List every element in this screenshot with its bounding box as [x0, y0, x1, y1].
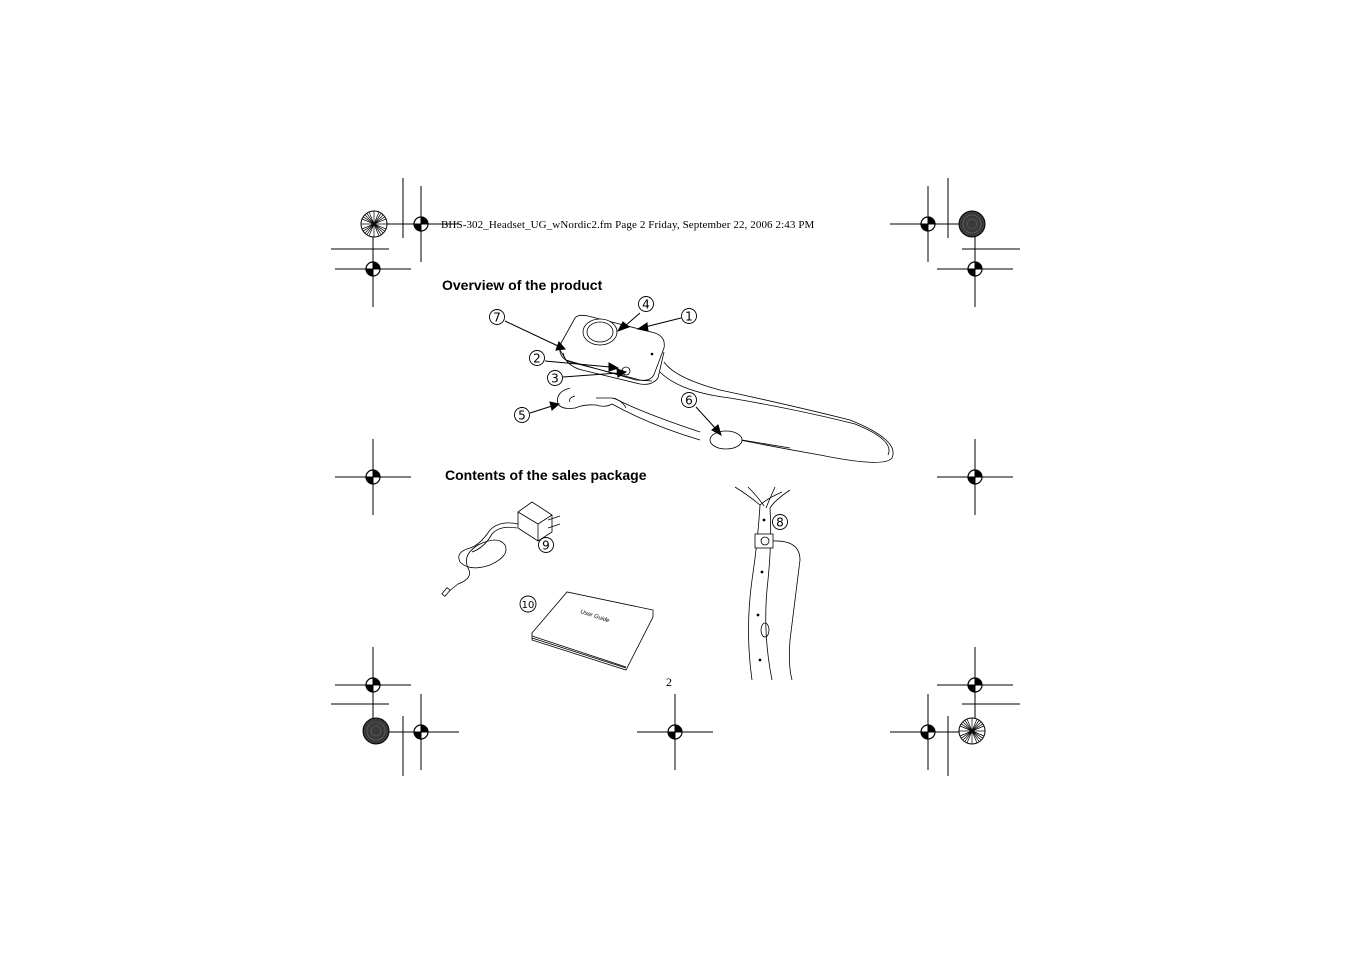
registration-target-icon: [334, 646, 412, 724]
callout-4: 4: [638, 296, 654, 312]
charger-illustration: [441, 501, 561, 597]
registration-target-icon: [936, 646, 1014, 724]
page-number: 2: [666, 675, 672, 689]
registration-target-icon: [936, 438, 1014, 516]
registration-target-icon: [936, 230, 1014, 308]
callout-7: 7: [489, 309, 505, 325]
callout-6: 6: [681, 392, 697, 408]
overview-heading: Overview of the product: [442, 277, 603, 293]
callout-10: 10: [519, 595, 537, 613]
callout-5: 5: [514, 407, 530, 423]
starburst-mark-icon: [958, 210, 986, 238]
lanyard-illustration: [734, 486, 801, 681]
svg-text:10: 10: [522, 600, 535, 611]
callout-1: 1: [681, 308, 697, 324]
starburst-mark-icon: [362, 717, 390, 745]
lanyard-rivets: [756, 518, 766, 662]
svg-text:8: 8: [776, 516, 784, 530]
registration-target-icon: [382, 185, 460, 263]
user-guide-illustration: [531, 591, 654, 671]
svg-text:6: 6: [685, 394, 693, 408]
registration-target-icon: [636, 693, 714, 771]
svg-text:5: 5: [518, 409, 526, 423]
file-info-header: BHS-302_Headset_UG_wNordic2.fm Page 2 Fr…: [441, 219, 815, 231]
callout-3: 3: [547, 370, 563, 386]
package-contents-heading: Contents of the sales package: [445, 467, 647, 483]
svg-text:9: 9: [542, 539, 550, 553]
svg-text:7: 7: [493, 311, 501, 325]
callout-9: 9: [538, 537, 554, 553]
registration-target-icon: [334, 230, 412, 308]
headset-illustration: [557, 314, 894, 463]
svg-text:4: 4: [642, 298, 650, 312]
crop-marks: [331, 178, 1020, 776]
svg-text:2: 2: [533, 352, 541, 366]
callout-leaders: [504, 312, 722, 437]
svg-text:1: 1: [685, 310, 693, 324]
registration-target-icon: [889, 185, 967, 263]
starburst-mark-icon: [958, 717, 986, 745]
registration-target-icon: [382, 693, 460, 771]
callout-2: 2: [529, 350, 545, 366]
svg-text:3: 3: [551, 372, 559, 386]
registration-target-icon: [889, 693, 967, 771]
starburst-mark-icon: [360, 210, 388, 238]
callout-8: 8: [772, 514, 788, 530]
registration-target-icon: [334, 438, 412, 516]
